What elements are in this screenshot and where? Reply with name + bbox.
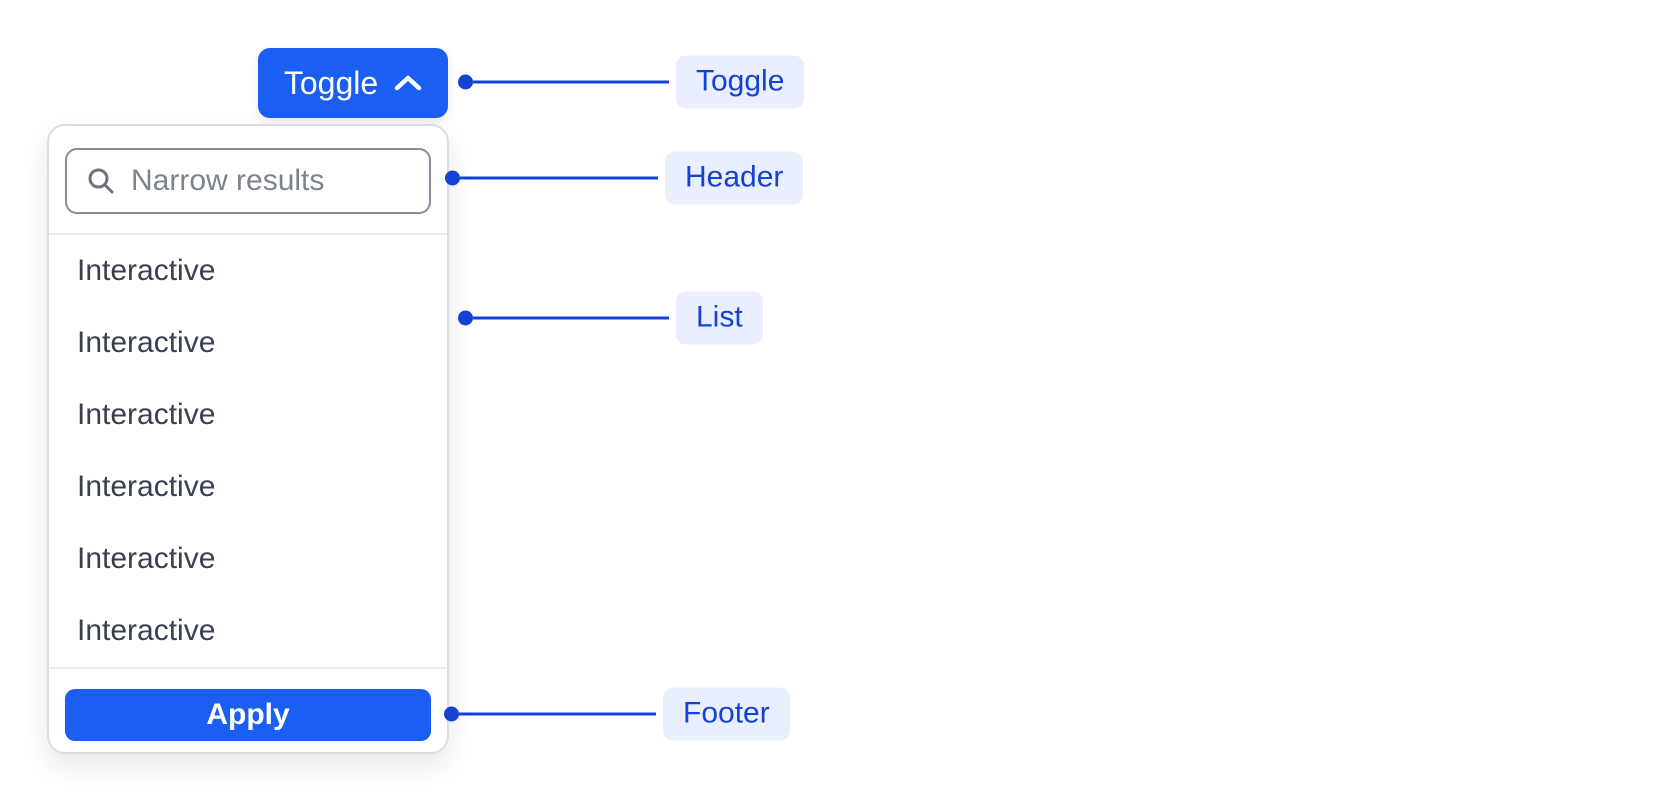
dropdown-header	[49, 126, 447, 235]
list-item[interactable]: Interactive	[49, 595, 447, 667]
annotation-header: Header	[445, 151, 804, 205]
annotation-list: List	[458, 291, 763, 345]
chevron-up-icon	[394, 74, 422, 92]
toggle-button[interactable]: Toggle	[258, 48, 448, 118]
connector-line	[459, 712, 656, 716]
list-item[interactable]: Interactive	[49, 451, 447, 523]
connector-line	[473, 316, 669, 320]
annotation-label: Header	[665, 151, 804, 205]
apply-button[interactable]: Apply	[65, 689, 431, 741]
search-box[interactable]	[65, 148, 431, 214]
connector-dot	[458, 74, 473, 90]
toggle-button-label: Toggle	[283, 64, 379, 101]
dropdown-panel: Interactive Interactive Interactive Inte…	[47, 124, 449, 754]
list-item[interactable]: Interactive	[49, 307, 447, 379]
annotation-toggle: Toggle	[458, 55, 805, 109]
annotation-label: List	[676, 291, 763, 345]
search-icon	[85, 165, 117, 197]
dropdown-list: Interactive Interactive Interactive Inte…	[49, 235, 447, 667]
list-item[interactable]: Interactive	[49, 523, 447, 595]
connector-line	[473, 80, 669, 84]
annotation-label: Footer	[663, 687, 790, 741]
search-input[interactable]	[131, 164, 429, 198]
dropdown-footer: Apply	[49, 667, 447, 752]
list-item[interactable]: Interactive	[49, 235, 447, 307]
connector-line	[460, 176, 658, 180]
connector-dot	[458, 310, 473, 326]
annotation-footer: Footer	[444, 687, 790, 741]
list-item[interactable]: Interactive	[49, 379, 447, 451]
annotation-label: Toggle	[676, 55, 805, 109]
